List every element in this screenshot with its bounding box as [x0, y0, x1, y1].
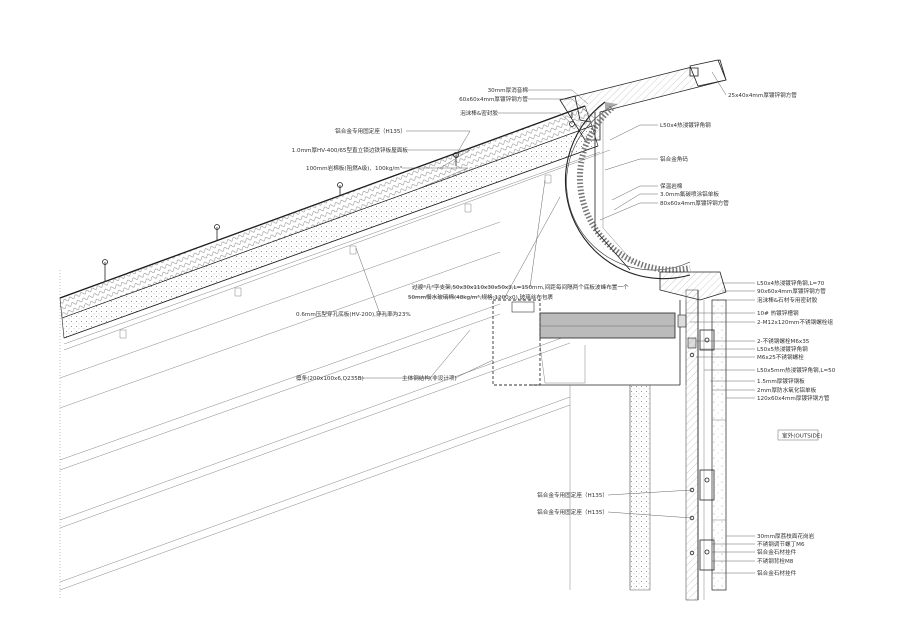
label-steel-tube-90: 90x60x4mm厚镀锌钢方管 — [757, 287, 826, 295]
right-labels: 25x40x4mm厚镀锌钢方管 L50x4热浸镀锌角钢 铝合金角码 保温岩棉 3… — [660, 91, 836, 577]
label-back-bolt: 不锈钢背栓M8 — [757, 557, 794, 565]
outside-tag: 室外(OUTSIDE) — [777, 429, 823, 441]
label-alloy-angle: 铝合金角码 — [660, 155, 688, 163]
outside-tag-text: 室外(OUTSIDE) — [782, 432, 823, 440]
curved-cladding — [564, 101, 727, 301]
label-foam-sealant: 泡沫棒&密封胶 — [460, 109, 498, 117]
label-angle-l50: L50x5mm热浸镀锌角钢,L=50 — [757, 366, 836, 374]
label-stone-hanger-2: 铝合金石材挂件 — [757, 569, 797, 577]
label-steel-tube-80: 80x60x4mm厚镀锌钢方管 — [660, 199, 729, 207]
label-stone-sealant: 泡沫棒&石材专用密封胶 — [757, 296, 818, 304]
label-angle-l50x4: L50x4热浸镀锌角钢 — [660, 121, 711, 129]
label-stone-hanger: 铝合金石材挂件 — [757, 548, 797, 556]
eave-parapet — [559, 59, 727, 141]
label-alloy-holder-3: 铝合金专用固定座（H135） — [537, 508, 608, 516]
label-aluminum-panel: 3.0mm氟碳喷涂铝单板 — [660, 190, 719, 198]
stone-bracket-3 — [699, 329, 715, 351]
label-perforated-deck: 0.6mm压型穿孔底板(HV-200),穿孔率为23% — [296, 310, 411, 318]
label-bolt-m6x25: M6x25不锈钢螺栓 — [757, 353, 804, 361]
label-sound-cotton: 30mm厚消音棉 — [488, 86, 529, 94]
left-leaders — [355, 89, 693, 519]
roof-assembly — [59, 105, 611, 591]
label-granite: 30mm厚荔枝面花岗岩 — [757, 532, 815, 540]
label-steel-tube-120: 120x60x4mm厚镀锌钢方管 — [757, 394, 830, 402]
label-channel-10: 10# 热镀锌槽钢 — [757, 309, 799, 317]
stone-bracket-2 — [699, 539, 715, 571]
label-steel-tube-60: 60x60x4mm厚镀锌钢方管 — [459, 95, 528, 103]
label-glass-wool: 50mm憎水玻璃棉(48kg/m³,规格:1200x0),玻璃丝布包裹 — [408, 293, 554, 301]
seam-clip-1 — [102, 259, 108, 281]
label-purlin: 檩条(200x100x6,Q235B) — [296, 374, 364, 382]
label-alloy-holder-2: 铝合金专用固定座（H135） — [537, 491, 608, 499]
left-labels: 30mm厚消音棉 60x60x4mm厚镀锌钢方管 泡沫棒&密封胶 铝合金专用固定… — [292, 86, 629, 516]
label-angle-l50x5: L50x5热浸镀锌角钢 — [757, 345, 808, 353]
label-adjust-screw: 不锈钢调节螺丁M6 — [757, 540, 805, 548]
label-angle-l70: L50x4热浸镀锌角钢,L=70 — [757, 279, 825, 287]
seam-clip-3 — [337, 182, 343, 195]
label-rock-wool: 100mm岩棉板(阻燃A级)、100kg/m³ — [306, 164, 402, 172]
label-steel-tube-25: 25x40x4mm厚镀锌钢方管 — [728, 91, 797, 99]
label-bolt-m6x35: 2-不锈钢螺栓M6x35 — [757, 337, 810, 345]
label-transition-bracket: 过渡"几"字支架,50x30x110x30x50x3,L=150mm,间距每间隔… — [412, 283, 629, 291]
label-waterproof-panel: 2mm厚防水氧化铝单板 — [757, 386, 817, 394]
seam-clip-4 — [453, 152, 459, 166]
label-alloy-holder: 铝合金专用固定座（H135） — [335, 127, 406, 135]
label-insulation-wool: 保温岩棉 — [660, 182, 683, 190]
steel-structure — [492, 299, 697, 591]
seam-clip-2 — [214, 224, 220, 240]
facade-assembly — [685, 289, 727, 601]
label-bolt-m12: 2-M12x120mm不锈钢螺栓组 — [757, 318, 833, 326]
label-galv-sheet: 1.5mm厚镀锌钢板 — [757, 377, 805, 385]
right-leaders — [599, 71, 755, 574]
stone-bracket-1 — [699, 469, 715, 501]
label-main-structure: 主体钢结构(非设计项) — [402, 374, 457, 382]
label-roof-panel: 1.0mm厚HV-400/65型直立锁边铁锌板屋面板 — [292, 146, 409, 154]
